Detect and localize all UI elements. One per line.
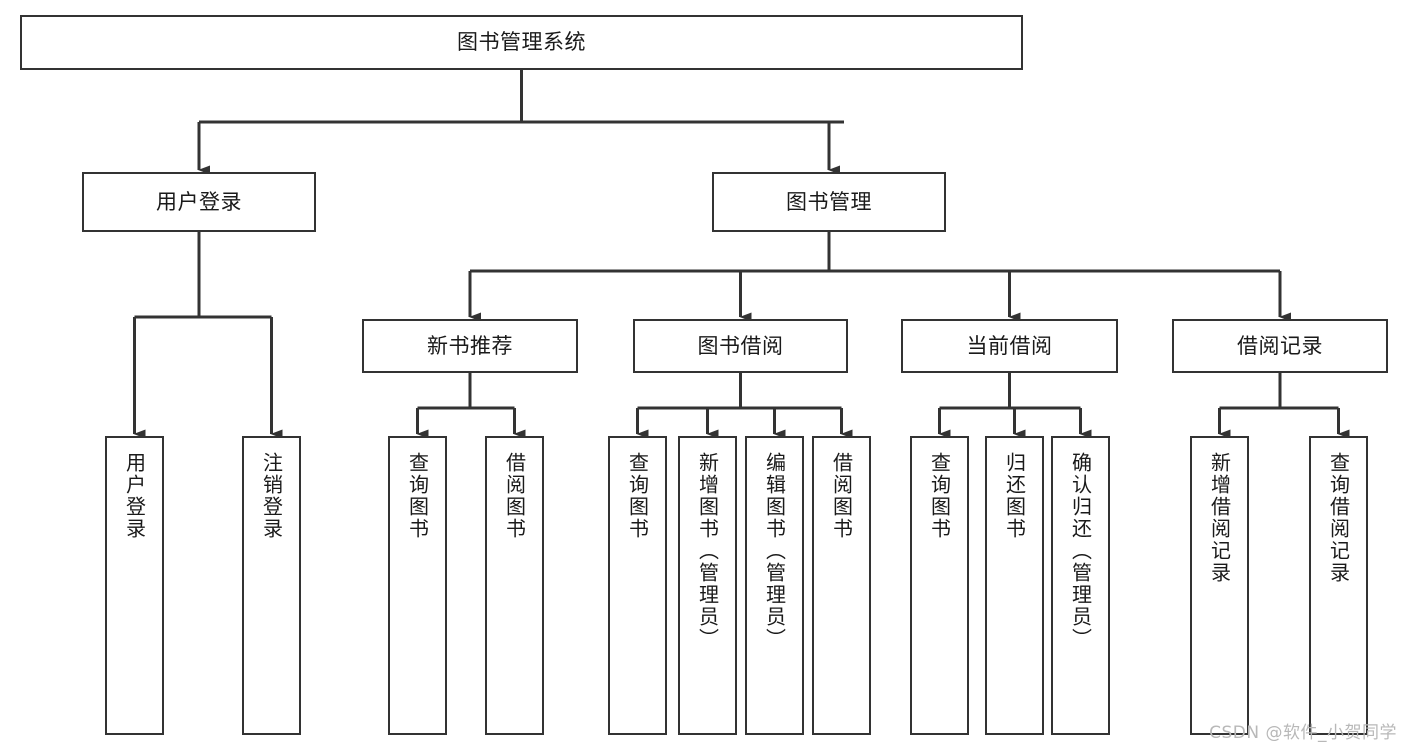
node-leaf-query-book-rec-label: 查询图书: [405, 452, 430, 540]
node-leaf-query-book-rec[interactable]: 查询图书: [388, 436, 447, 735]
node-leaf-user-login-label: 用户登录: [122, 452, 147, 540]
node-leaf-query-record-label: 查询借阅记录: [1326, 452, 1351, 584]
node-borrow-record[interactable]: 借阅记录: [1172, 319, 1388, 373]
node-leaf-edit-book[interactable]: 编辑图书（管理员）: [745, 436, 804, 735]
node-root-label: 图书管理系统: [457, 30, 586, 55]
node-leaf-borrow-book[interactable]: 借阅图书: [812, 436, 871, 735]
node-current-borrow-label: 当前借阅: [966, 333, 1053, 358]
node-book-borrow[interactable]: 图书借阅: [633, 319, 848, 373]
node-user-login-label: 用户登录: [156, 189, 242, 214]
node-leaf-user-logout[interactable]: 注销登录: [242, 436, 301, 735]
node-leaf-user-login[interactable]: 用户登录: [105, 436, 164, 735]
node-book-manage[interactable]: 图书管理: [712, 172, 946, 232]
node-leaf-query-book-borrow-label: 查询图书: [625, 452, 650, 540]
node-leaf-add-book[interactable]: 新增图书（管理员）: [678, 436, 737, 735]
node-leaf-query-record[interactable]: 查询借阅记录: [1309, 436, 1368, 735]
node-user-login[interactable]: 用户登录: [82, 172, 316, 232]
node-leaf-query-book-cur-label: 查询图书: [927, 452, 952, 540]
node-leaf-add-book-label: 新增图书（管理员）: [695, 452, 720, 650]
node-book-manage-label: 图书管理: [786, 189, 872, 214]
node-leaf-query-book-borrow[interactable]: 查询图书: [608, 436, 667, 735]
node-leaf-return-book[interactable]: 归还图书: [985, 436, 1044, 735]
node-leaf-borrow-book-rec-label: 借阅图书: [502, 452, 527, 540]
node-leaf-query-book-cur[interactable]: 查询图书: [910, 436, 969, 735]
node-book-borrow-label: 图书借阅: [697, 333, 784, 358]
node-leaf-confirm-return-label: 确认归还（管理员）: [1068, 452, 1093, 650]
node-leaf-return-book-label: 归还图书: [1002, 452, 1027, 540]
node-borrow-record-label: 借阅记录: [1237, 333, 1323, 358]
node-leaf-borrow-book-rec[interactable]: 借阅图书: [485, 436, 544, 735]
node-leaf-borrow-book-label: 借阅图书: [829, 452, 854, 540]
node-new-book-rec-label: 新书推荐: [427, 333, 513, 358]
node-current-borrow[interactable]: 当前借阅: [901, 319, 1118, 373]
node-leaf-add-record[interactable]: 新增借阅记录: [1190, 436, 1249, 735]
node-leaf-edit-book-label: 编辑图书（管理员）: [762, 452, 787, 650]
node-leaf-confirm-return[interactable]: 确认归还（管理员）: [1051, 436, 1110, 735]
node-leaf-user-logout-label: 注销登录: [259, 452, 284, 540]
node-new-book-rec[interactable]: 新书推荐: [362, 319, 578, 373]
node-root[interactable]: 图书管理系统: [20, 15, 1023, 70]
node-leaf-add-record-label: 新增借阅记录: [1207, 452, 1232, 584]
